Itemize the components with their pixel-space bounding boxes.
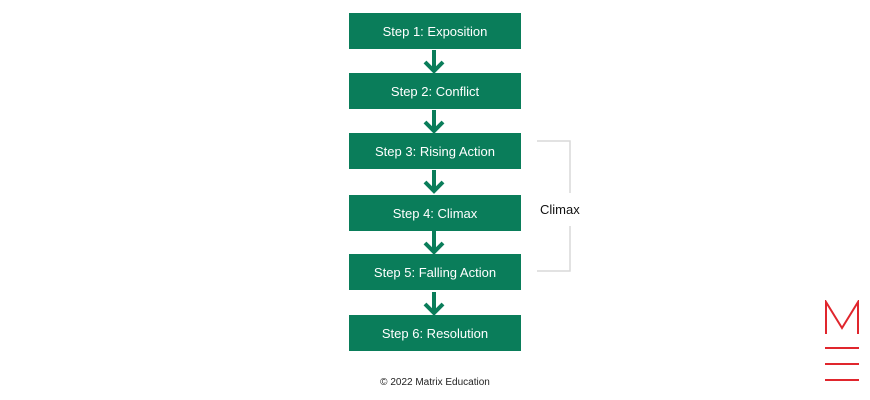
step-resolution: Step 6: Resolution <box>349 315 521 351</box>
down-arrow-icon <box>423 231 445 255</box>
step-exposition: Step 1: Exposition <box>349 13 521 49</box>
down-arrow-icon <box>423 110 445 134</box>
down-arrow-icon <box>423 292 445 316</box>
down-arrow-icon <box>423 170 445 194</box>
matrix-education-logo <box>825 300 859 381</box>
step-climax: Step 4: Climax <box>349 195 521 231</box>
climax-bracket-label: Climax <box>540 202 580 217</box>
step-rising-action: Step 3: Rising Action <box>349 133 521 169</box>
step-falling-action: Step 5: Falling Action <box>349 254 521 290</box>
copyright-notice: © 2022 Matrix Education <box>380 377 490 388</box>
down-arrow-icon <box>423 50 445 74</box>
step-conflict: Step 2: Conflict <box>349 73 521 109</box>
